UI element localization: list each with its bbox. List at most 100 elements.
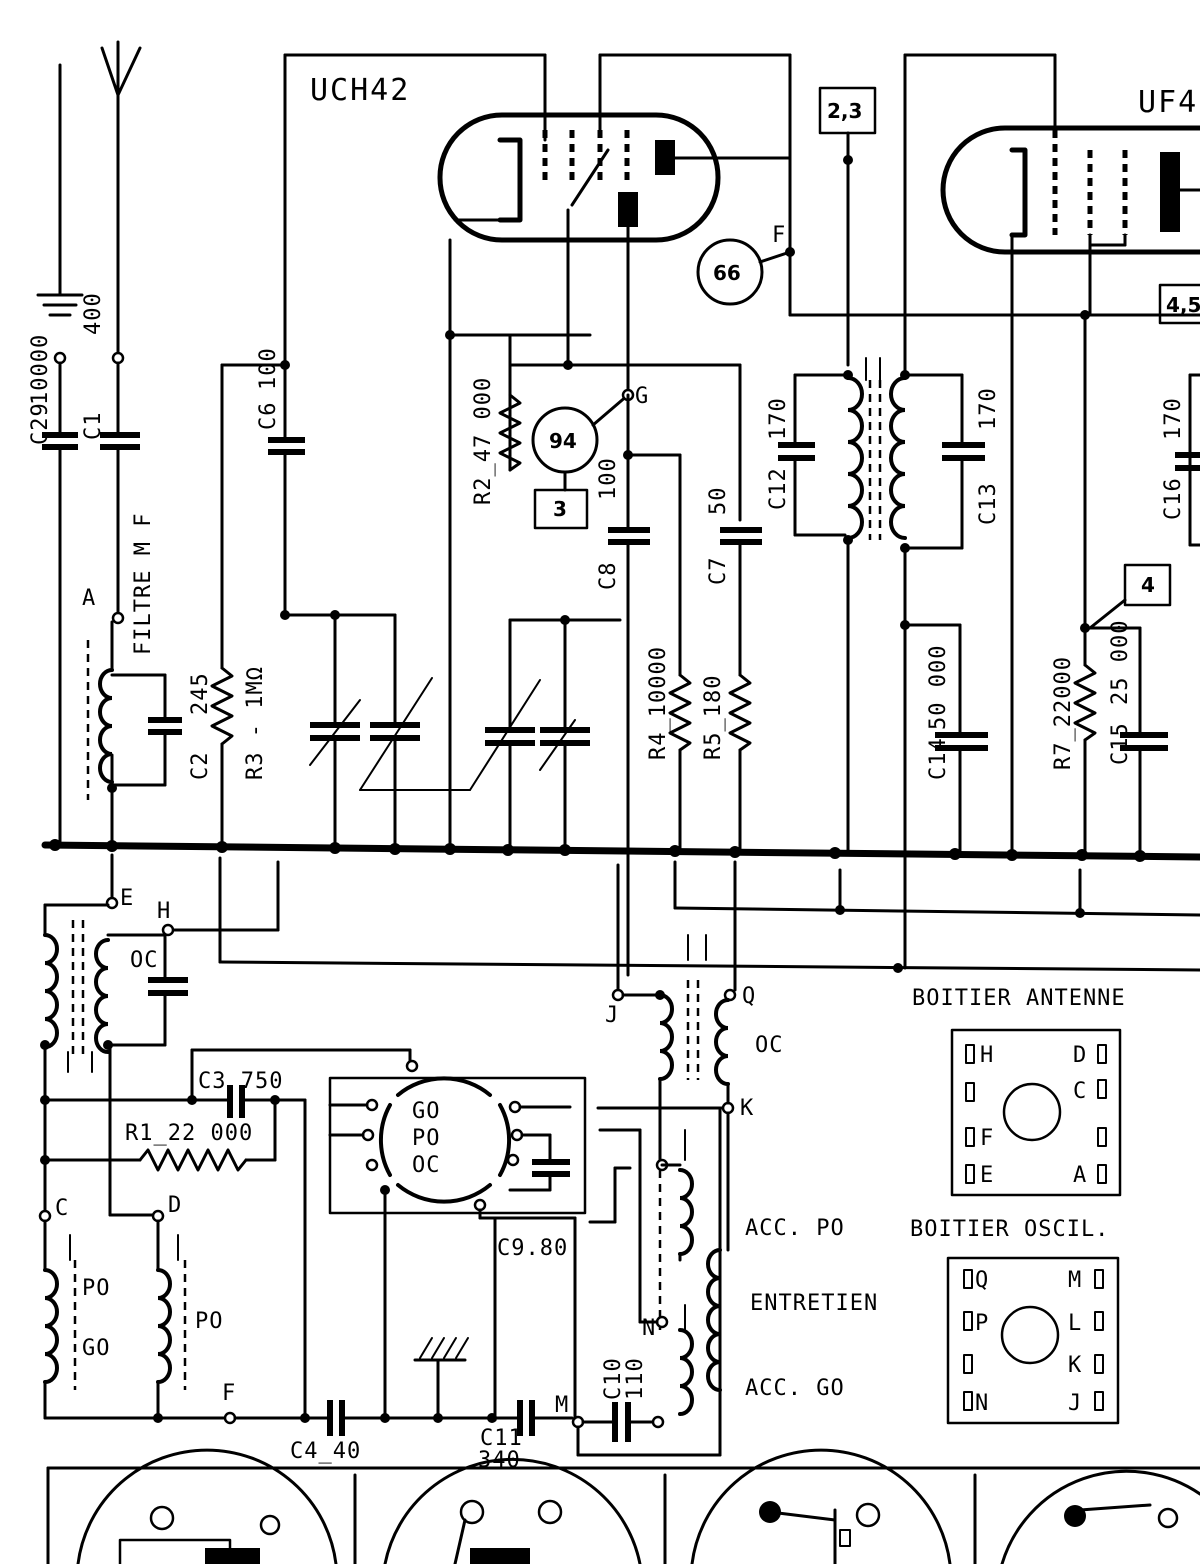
r5-label: R5_180 [701, 675, 726, 760]
c10-label: C10 [601, 1357, 626, 1400]
c16-value: 170 [1161, 397, 1186, 440]
c29-label: C29 [28, 402, 53, 445]
go-label-1: GO [82, 1336, 111, 1361]
capacitor-c8 [608, 393, 682, 977]
capacitor-c1 [100, 361, 140, 625]
box-3 [533, 488, 589, 530]
node-q: Q [742, 984, 756, 1009]
c15-value: 25 000 [1108, 620, 1133, 705]
antenna-coil-oc [40, 896, 188, 1217]
wave-switch [328, 1076, 587, 1422]
po-label-2: PO [195, 1309, 224, 1334]
c13-value: 170 [976, 387, 1001, 430]
resistor-r2 [445, 330, 742, 522]
switch-oc-label: OC [412, 1153, 441, 1178]
c8-label: C8 [596, 562, 621, 591]
c13-label: C13 [976, 482, 1001, 525]
lower-wiring [110, 853, 1200, 992]
node-f-lower: F [222, 1381, 236, 1406]
c2-value: 245 [188, 672, 213, 715]
node-k: K [740, 1096, 754, 1121]
c9-label: C9.80 [497, 1236, 568, 1261]
node-m: M [555, 1393, 569, 1418]
c14-label: C14 [926, 737, 951, 780]
node-e: E [120, 886, 134, 911]
c7-label: C7 [706, 557, 731, 586]
c6-value: 100 [256, 347, 281, 390]
oc-label-2: OC [755, 1033, 784, 1058]
r3-label: R3 - 1MΩ [243, 666, 268, 780]
oc-label-1: OC [130, 948, 159, 973]
resistor-r7 [1073, 663, 1097, 857]
tube-uf4 [940, 125, 1200, 857]
antenna-coils-po-go [38, 1209, 332, 1425]
resistor-r5 [728, 673, 752, 854]
box-2-3-label: 2,3 [827, 99, 862, 123]
osc-pin-l: L [1068, 1311, 1082, 1336]
node-d: D [168, 1193, 182, 1218]
osc-pin-j: J [1068, 1391, 1082, 1416]
acc-po-label: ACC. PO [745, 1216, 845, 1241]
box-4 [1080, 563, 1172, 633]
oscillator-coils [588, 980, 737, 1416]
box-3-label: 3 [553, 497, 567, 521]
earth-symbol [36, 63, 84, 365]
c12-label: C12 [766, 467, 791, 510]
capacitor-c6 [268, 53, 547, 617]
tube-uch42 [437, 53, 792, 847]
node-g: G [635, 384, 649, 409]
node-c: C [55, 1196, 69, 1221]
c2-label: C2 [188, 752, 213, 781]
filtre-mf-label: FILTRE M F [131, 513, 156, 655]
node-n: N [642, 1316, 656, 1341]
capacitor-c16 [1175, 373, 1200, 547]
ant-pin-h: H [980, 1043, 994, 1068]
ground-bus [41, 839, 1200, 862]
entretien-label: ENTRETIEN [750, 1291, 878, 1316]
c3-label: C3 750 [198, 1069, 283, 1094]
filtre-mf-coil [86, 620, 182, 847]
ant-pin-d: D [1073, 1043, 1087, 1068]
po-label-1: PO [82, 1276, 111, 1301]
r1-label: R1_22 000 [125, 1121, 253, 1146]
box-2-3 [818, 86, 877, 367]
c7-value: 50 [706, 487, 731, 516]
ant-pin-a: A [1073, 1163, 1087, 1188]
node-a: A [82, 586, 96, 611]
capacitor-c29 [42, 361, 78, 847]
circle-66-label: 66 [713, 261, 741, 285]
c29-value: 10000 [28, 334, 53, 405]
c16-label: C16 [1161, 477, 1186, 520]
r2-label: R2_47 000 [471, 377, 496, 505]
antenna-symbol [100, 40, 142, 365]
osc-pin-m: M [1068, 1268, 1082, 1293]
resistor-r4 [668, 673, 692, 853]
tube-uch42-label: UCH42 [310, 73, 410, 108]
c1-label: C1 [81, 412, 106, 441]
acc-go-label: ACC. GO [745, 1376, 845, 1401]
switch-go-label: GO [412, 1099, 441, 1124]
ant-pin-e: E [980, 1163, 994, 1188]
boitier-antenne-box [950, 1028, 1122, 1197]
osc-pin-n: N [975, 1391, 989, 1416]
boitier-antenne-title: BOITIER ANTENNE [912, 986, 1126, 1011]
circle-66 [696, 238, 795, 306]
c14-value: 50 000 [926, 645, 951, 730]
ant-pin-c: C [1073, 1079, 1087, 1104]
circle-94 [531, 393, 630, 492]
osc-pin-q: Q [975, 1268, 989, 1293]
c8-value: 100 [596, 457, 621, 500]
r7-label: R7_22000 [1051, 656, 1076, 770]
c15-label: C15 [1108, 722, 1133, 765]
boitier-oscil-box [946, 1256, 1120, 1425]
node-h: H [157, 899, 171, 924]
capacitor-c7 [720, 527, 762, 677]
c4-label: C4_40 [290, 1439, 361, 1464]
ant-pin-f: F [980, 1126, 994, 1151]
osc-pin-k: K [1068, 1353, 1082, 1378]
box-4-5-label: 4,5 [1166, 293, 1200, 317]
variable-capacitors [280, 610, 622, 851]
circle-94-label: 94 [549, 429, 577, 453]
if-transformer [778, 53, 1200, 970]
